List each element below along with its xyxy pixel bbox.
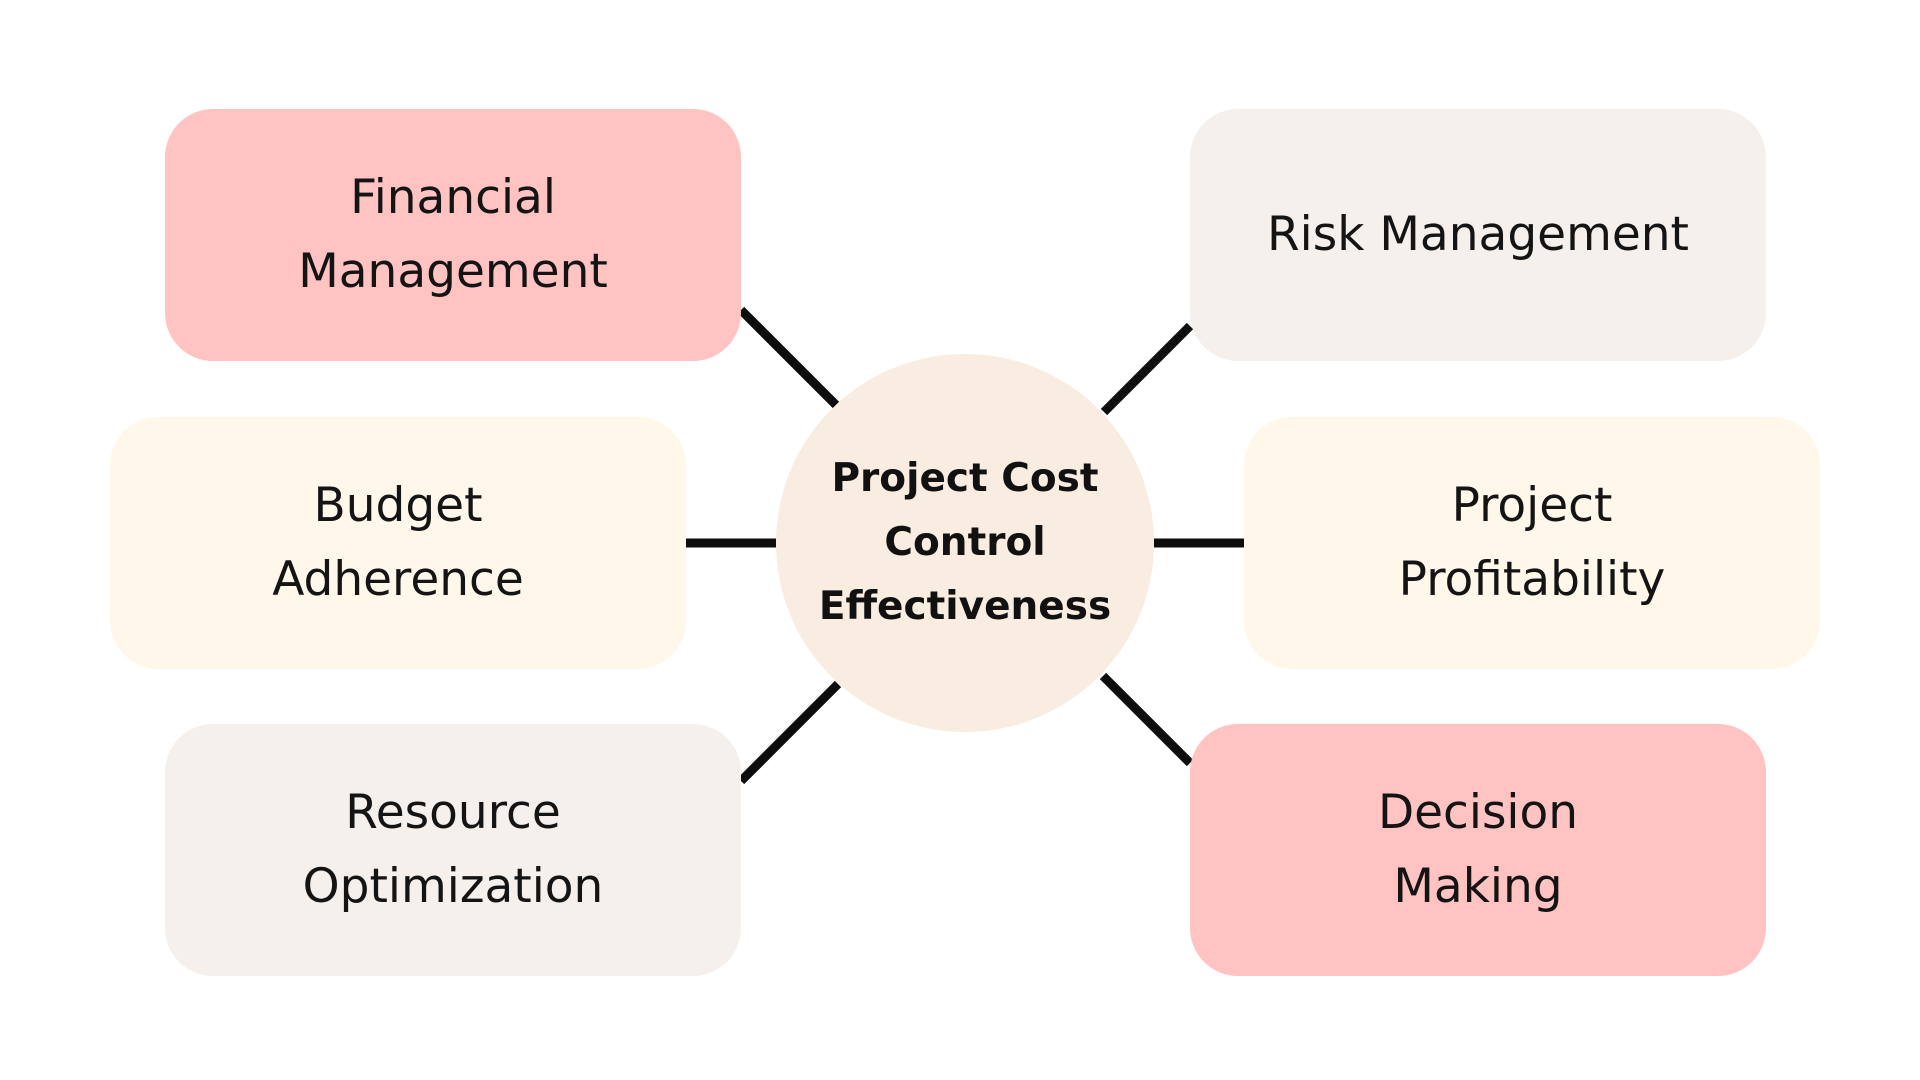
node-label: Financial xyxy=(350,170,556,225)
center-topic-circle: Project Cost Control Effectiveness xyxy=(776,354,1154,732)
node-label: Decision xyxy=(1377,785,1579,840)
node-decision-making: Decision Making xyxy=(1190,724,1766,976)
node-project-profitability: Project Profitability xyxy=(1244,417,1820,669)
connector-resource-optimization xyxy=(737,680,842,785)
node-label: Resource xyxy=(345,785,561,840)
node-budget-adherence: Budget Adherence xyxy=(110,417,686,669)
node-financial-management: Financial Management xyxy=(165,109,741,361)
node-label: Profitability xyxy=(1398,552,1666,607)
center-topic-label: Effectiveness xyxy=(818,584,1112,629)
center-topic-label: Project Cost xyxy=(831,456,1099,501)
node-resource-optimization: Resource Optimization xyxy=(165,724,741,976)
node-label: Project xyxy=(1451,478,1613,533)
center-topic-label: Control xyxy=(884,520,1046,565)
connector-risk-management xyxy=(1100,322,1194,416)
node-label: Budget xyxy=(313,478,483,533)
node-label: Optimization xyxy=(302,859,604,914)
node-risk-management: Risk Management xyxy=(1190,109,1766,361)
connector-financial-management xyxy=(737,306,840,409)
connector-decision-making xyxy=(1099,672,1194,767)
node-label: Management xyxy=(298,244,608,299)
node-label: Making xyxy=(1393,859,1563,914)
node-label: Adherence xyxy=(272,552,524,607)
node-label: Risk Management xyxy=(1267,207,1689,262)
